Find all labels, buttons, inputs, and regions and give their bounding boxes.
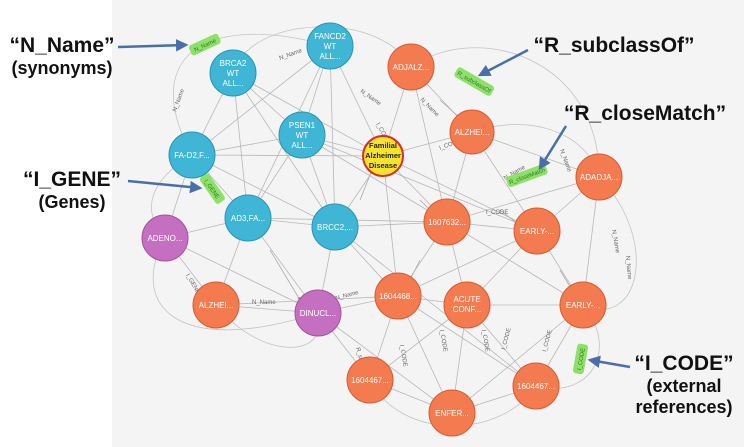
node-label: WT (227, 69, 240, 78)
node-label: EARLY-... (566, 301, 600, 310)
i-code-tag-label: I_CODE (577, 348, 587, 371)
node-label: FANCD2 (314, 32, 346, 41)
edge-label: N_Name (172, 88, 186, 113)
node-label: WT (296, 131, 309, 140)
node-label: 1604468... (379, 292, 417, 301)
node-brcc2[interactable]: BRCC2,... (311, 203, 359, 251)
node-ad3-fa[interactable]: AD3,FA... (224, 194, 272, 242)
i-code-callout: “I_CODE” (external references) (626, 352, 742, 418)
node-label: ENFER... (435, 409, 469, 418)
edge-label: N_Name (279, 48, 304, 62)
node-adjalz[interactable]: ADJALZ... (387, 43, 435, 91)
edge-label: I_CODE (486, 210, 508, 216)
node-1604467-a[interactable]: 1604467... (346, 356, 394, 404)
edge-label: I_CODE (501, 327, 513, 350)
edge-label: I_CODE (542, 329, 554, 352)
node-label: ADADJA... (580, 173, 618, 182)
edge-label: N_Name (624, 256, 632, 281)
i-gene-arrow (127, 179, 203, 194)
edge-label: I_CODE (398, 344, 408, 367)
n-name-callout-subtitle: (synonyms) (11, 58, 113, 79)
edge-label: N_Name (335, 290, 360, 302)
node-label: ADENO... (147, 234, 182, 243)
r-subclassof-callout-title: “R_subclassOf” (533, 34, 695, 57)
node-fa-d2[interactable]: FA-D2,F... (168, 131, 216, 179)
node-dinucl[interactable]: DINUCL... (294, 289, 342, 337)
node-acute-conf[interactable]: ACUTE CONF... (443, 281, 491, 329)
r-closematch-callout: “R_closeMatch” (560, 102, 730, 126)
node-adadja[interactable]: ADADJA... (575, 153, 623, 201)
node-enfer[interactable]: ENFER... (428, 389, 476, 437)
i-code-arrow (587, 355, 631, 369)
edge-label: N_Name (359, 89, 382, 108)
nodes-layer: BRCA2 WT ALL... FANCD2 WT ALL... FA-D2,F… (141, 22, 623, 437)
i-code-tag[interactable]: I_CODE (572, 343, 589, 375)
node-label: ALL... (223, 79, 244, 88)
i-code-callout-subtitle: (external (646, 376, 722, 397)
r-subclassof-arrow (477, 48, 529, 77)
node-alzhei-1[interactable]: ALZHEI... (449, 109, 495, 155)
i-gene-callout-title: “I_GENE” (22, 168, 122, 191)
node-label: Alzheimer (365, 151, 401, 160)
node-label: 1604467... (351, 376, 389, 385)
node-label: EARLY-... (520, 227, 554, 236)
node-early-1[interactable]: EARLY-... (513, 207, 561, 255)
edge-label: I_CODE (480, 329, 490, 352)
node-label: WT (324, 42, 337, 51)
node-label: PSEN1 (289, 121, 316, 130)
node-label: Disease (369, 161, 397, 170)
node-early-2[interactable]: EARLY-... (559, 281, 607, 329)
n-name-callout-title: “N_Name” (9, 34, 115, 57)
i-gene-callout: “I_GENE” (Genes) (16, 168, 128, 213)
callout-arrows (117, 39, 631, 369)
node-psen1[interactable]: PSEN1 WT ALL... (278, 111, 326, 159)
node-label: CONF... (453, 305, 481, 314)
r-closematch-arrow (538, 125, 568, 171)
edge-label: N_Name (558, 149, 572, 174)
n-name-tag[interactable]: N_Name (188, 33, 222, 56)
node-label: ALZHEI... (199, 301, 234, 310)
node-1604468[interactable]: 1604468... (374, 272, 422, 320)
n-name-callout: “N_Name” (synonyms) (4, 34, 120, 79)
r-closematch-callout-title: “R_closeMatch” (563, 102, 727, 125)
n-name-arrow (117, 39, 189, 52)
node-adeno[interactable]: ADENO... (141, 214, 189, 262)
node-label: DINUCL... (300, 309, 336, 318)
node-label: BRCC2,... (317, 223, 353, 232)
node-alzhei-2[interactable]: ALZHEI... (192, 281, 240, 329)
edge-label: N_Name (610, 229, 620, 254)
node-label: AD3,FA... (231, 214, 265, 223)
i-gene-callout-subtitle: (Genes) (38, 192, 106, 213)
r-subclassof-callout: “R_subclassOf” (530, 34, 698, 58)
node-label: ADJALZ... (393, 63, 429, 72)
node-label: 1607632... (428, 218, 466, 227)
node-label: Familial (369, 141, 397, 150)
i-code-callout-title: “I_CODE” (634, 352, 734, 375)
edge-label: N_Name (419, 97, 440, 118)
node-label: FA-D2,F... (174, 151, 210, 160)
node-brca2[interactable]: BRCA2 WT ALL... (209, 49, 257, 97)
node-label: BRCA2 (220, 59, 247, 68)
edge-label: N_Name (252, 300, 276, 306)
node-label: 1604467... (517, 382, 555, 391)
node-1604467-b[interactable]: 1604467... (512, 362, 560, 410)
i-code-callout-subtitle-2: references) (635, 396, 733, 417)
node-familial-alzheimer-disease[interactable]: Familial Alzheimer Disease (362, 135, 404, 177)
node-label: ALL... (320, 52, 341, 61)
node-1607632[interactable]: 1607632... (423, 198, 471, 246)
node-label: ALL... (292, 141, 313, 150)
node-fancd2[interactable]: FANCD2 WT ALL... (306, 22, 354, 70)
edge-label: I_CODE (438, 329, 448, 352)
node-label: ACUTE (453, 295, 480, 304)
node-label: ALZHEI... (455, 128, 490, 137)
